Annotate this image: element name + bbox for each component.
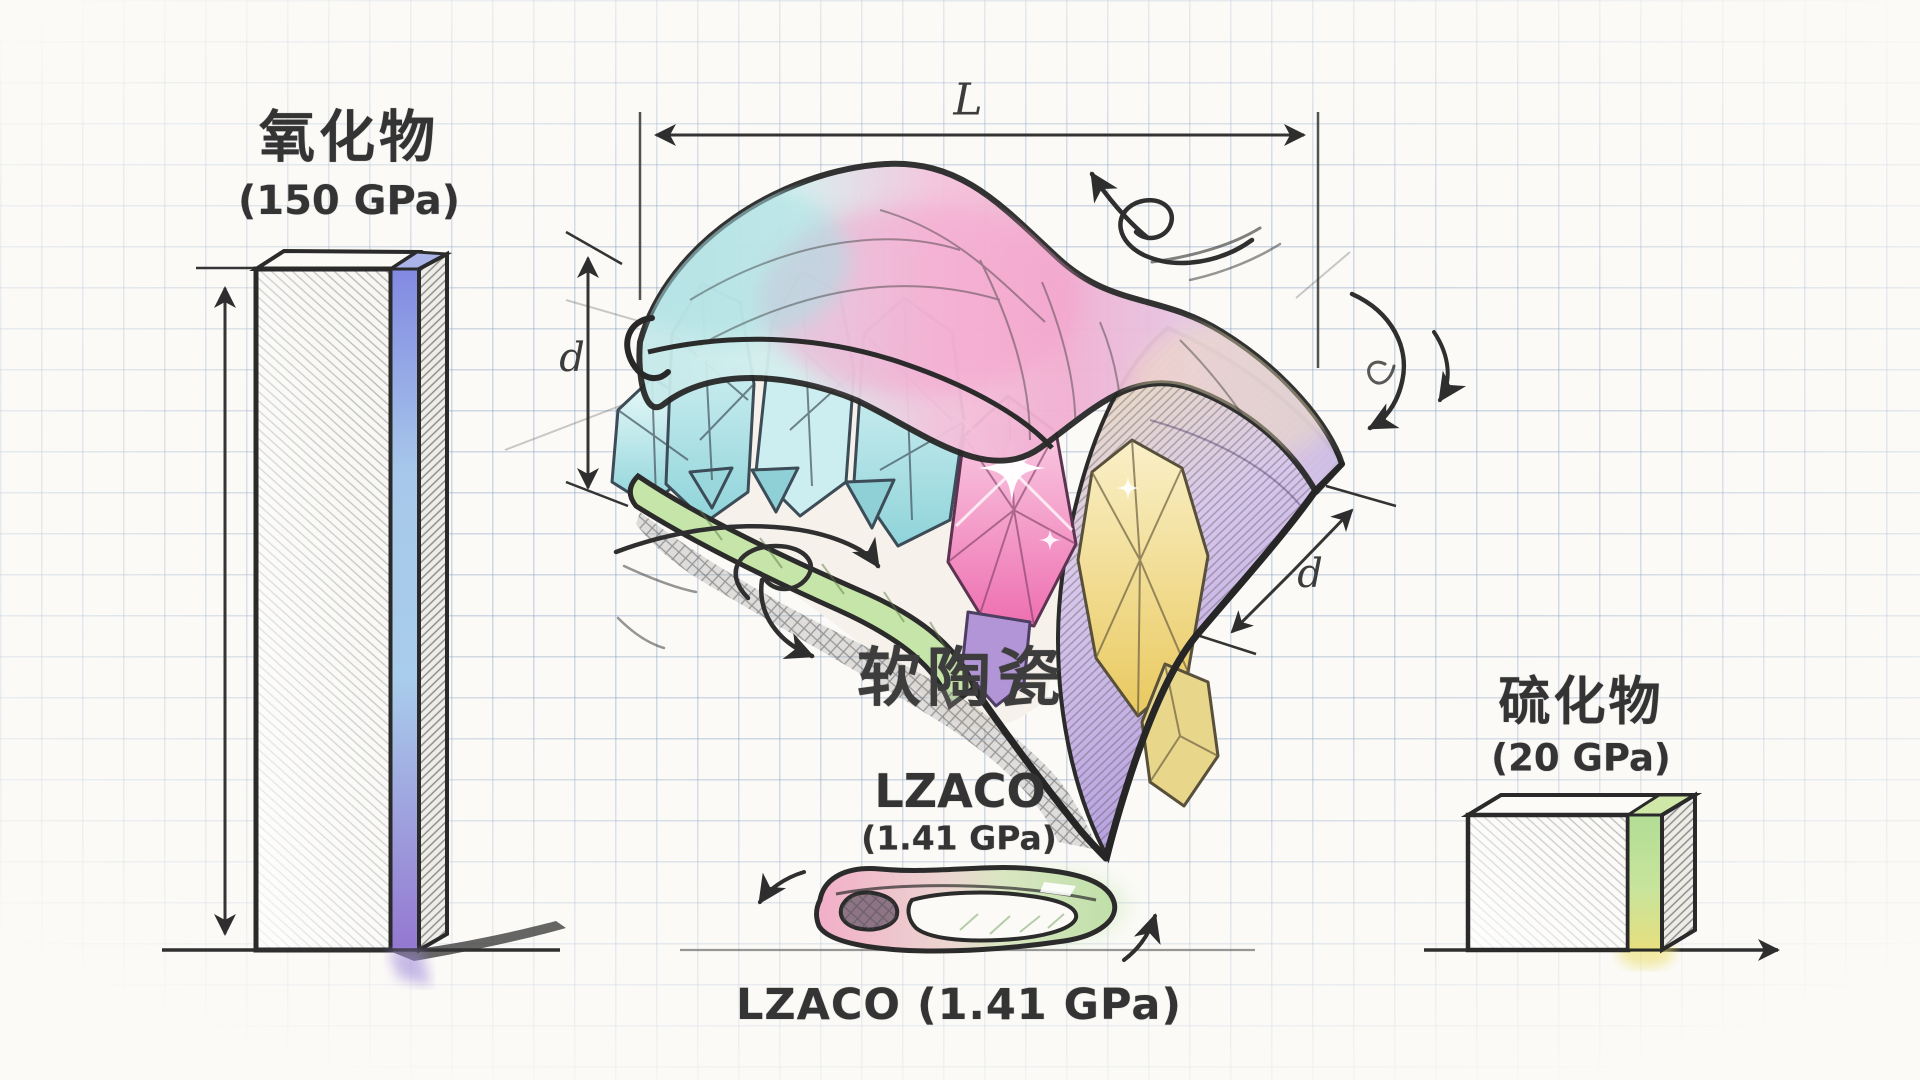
dimension-depth-d xyxy=(1199,484,1397,656)
oxide-bar-shadow xyxy=(392,921,566,961)
dimension-length-L xyxy=(638,112,1320,368)
oxide-bar-color-stripe xyxy=(389,267,421,952)
rotation-arrow-right-side xyxy=(1349,291,1467,431)
sulfide-modulus: (20 GPa) xyxy=(1491,736,1671,780)
top-sheet xyxy=(624,160,1345,495)
bottom-lip xyxy=(627,472,977,711)
lzaco-strip-highlight xyxy=(1040,882,1076,896)
dimension-label-d-thickness: d xyxy=(559,335,585,381)
sulfide-label: 硫化物 xyxy=(1498,672,1664,733)
lzaco-strip-hole-main xyxy=(906,890,1079,943)
oxide-bar-side-face xyxy=(417,250,449,954)
oxide-stripe-smear xyxy=(388,950,431,986)
oxide-bar-front-face xyxy=(253,266,394,953)
lzaco-modulus: (1.41 GPa) xyxy=(861,818,1057,858)
lzaco-bend-arrows xyxy=(758,870,1161,962)
slab-shadow xyxy=(636,512,1098,850)
lzaco-strip-figure xyxy=(680,865,1255,962)
lzaco-label: LZACO xyxy=(874,764,1046,818)
lzaco-strip-hole-left xyxy=(838,890,900,932)
dimension-label-d-depth: d xyxy=(1297,551,1323,597)
lzaco-caption: LZACO (1.41 GPa) xyxy=(736,980,1182,1030)
dimension-label-L: L xyxy=(953,74,983,126)
sheet-left-curl xyxy=(624,315,671,382)
sulfide-box-figure xyxy=(1424,791,1780,968)
oxide-bar-figure xyxy=(162,248,566,986)
rotation-arrow-top-right xyxy=(1089,171,1282,282)
soft-ceramic-figure xyxy=(504,112,1467,864)
dimension-thickness-d xyxy=(565,230,629,508)
oxide-label: 氧化物 xyxy=(259,105,439,171)
soft-ceramic-label: 软陶瓷 xyxy=(857,642,1067,716)
sulfide-box-color-stripe xyxy=(1626,813,1664,952)
sulfide-box-front-face xyxy=(1465,812,1631,953)
slab-outline-edges xyxy=(970,461,1345,862)
rotation-arrow-bottom-left xyxy=(613,523,881,660)
sheet-underside-edge xyxy=(647,336,1054,450)
sulfide-box-side-face xyxy=(1660,791,1697,954)
oxide-modulus: (150 GPa) xyxy=(237,178,461,224)
